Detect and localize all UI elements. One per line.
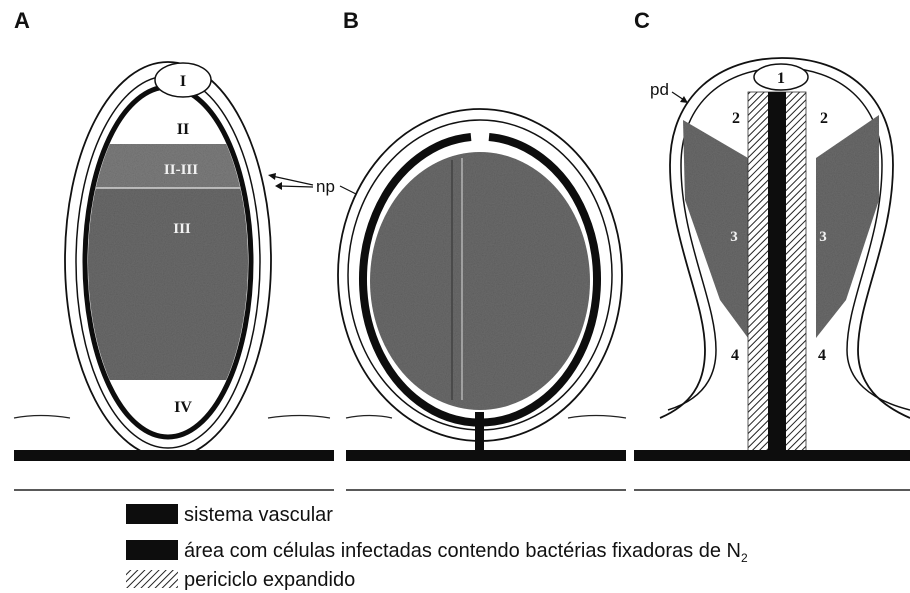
zone-label: 3 [819,229,827,245]
zone-label: 2 [820,110,828,127]
root-vascular-system [346,450,626,461]
central-vascular-system [768,92,786,454]
legend-label-infected-subscript: 2 [741,551,748,565]
root-surface-line [346,416,392,419]
legend-label-infected: área com células infectadas contendo bac… [184,540,748,565]
panel-a-letter: A [14,8,30,33]
np-pointer [272,176,313,185]
np-label: np [316,177,335,196]
root-surface-line [568,416,626,419]
infected-zone-group [80,144,260,380]
zone-label: 4 [731,347,739,364]
pd-label: pd [650,80,669,99]
legend-swatch-infected [126,540,178,560]
legend-label-infected-main: área com células infectadas contendo bac… [184,540,741,562]
zone-label: III [173,221,191,237]
legend-label-vascular: sistema vascular [184,504,333,526]
panel-c-letter: C [634,8,650,33]
root-surface-line [268,416,330,419]
zone-iii-area [80,188,260,380]
zone-label: 1 [777,70,785,87]
panel-b-letter: B [343,8,359,33]
zone-label: IV [174,399,192,416]
legend-swatch-vascular [126,504,178,524]
root-vascular-system [14,450,334,461]
zone-label: 4 [818,347,826,364]
root-surface-line [14,416,70,419]
legend-label-pericycle: periciclo expandido [184,569,355,591]
arrowhead [680,96,688,103]
zone-label: II [177,121,189,138]
legend-swatch-pericycle [126,570,178,588]
arrowhead [275,182,282,190]
legend: sistema vascular área com células infect… [126,504,748,591]
panel-b: B [338,8,626,490]
zone-label: 3 [730,229,738,245]
arrowhead [268,173,276,180]
zone-label: I [180,73,186,90]
np-pointer [279,186,313,187]
panel-a: A I II II-III III IV [14,8,334,490]
zone-label: II-III [164,162,198,178]
panel-c: C 1 2 2 3 3 4 4 pd [634,8,910,490]
root-vascular-system [634,450,910,461]
zone-label: 2 [732,110,740,127]
vascular-connection [475,412,484,454]
infected-zone [370,152,590,410]
